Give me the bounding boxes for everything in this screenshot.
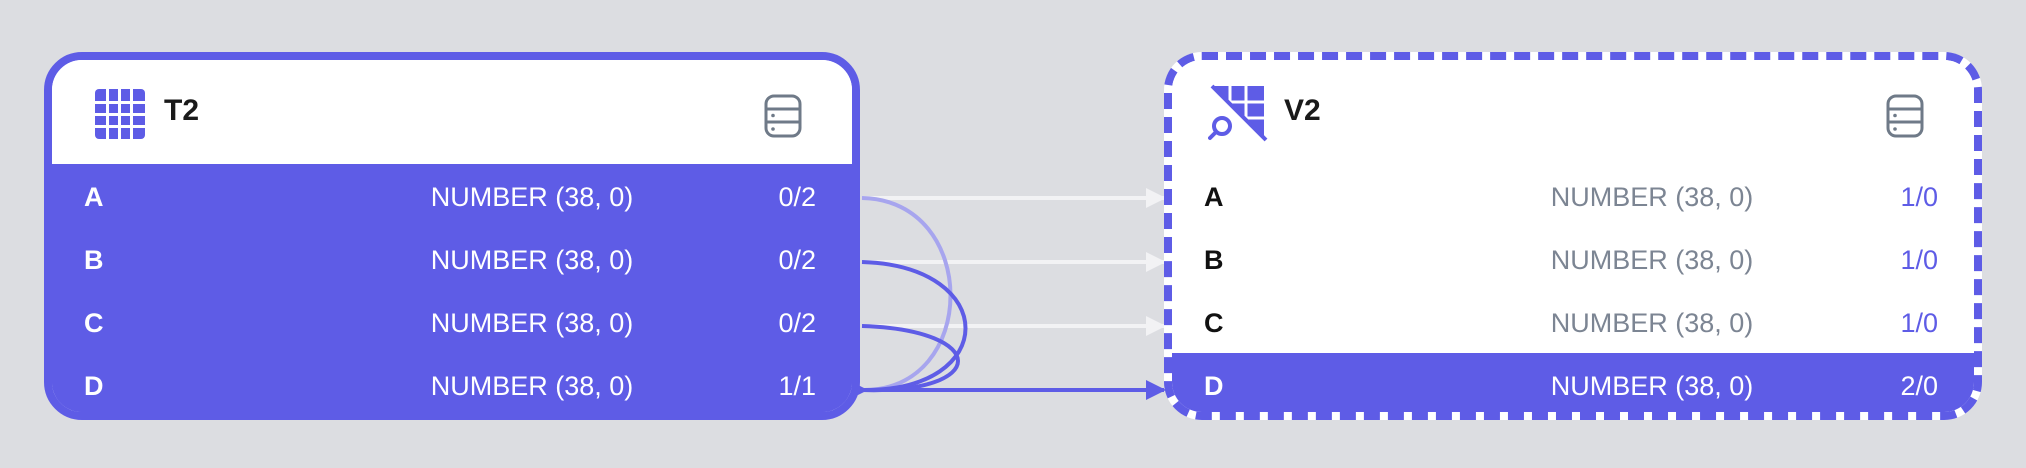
column-row-c[interactable]: C NUMBER (38, 0) 0/2 — [52, 290, 852, 353]
column-row-a[interactable]: A NUMBER (38, 0) 0/2 — [52, 164, 852, 227]
column-lineage-count: 0/2 — [778, 245, 816, 275]
edge-t2-a-to-t2-d — [861, 196, 953, 393]
column-row-d[interactable]: D NUMBER (38, 0) 2/0 — [1172, 353, 1974, 412]
column-lineage-count: 0/2 — [778, 182, 816, 212]
column-name: A — [1204, 182, 1224, 212]
column-row-b[interactable]: B NUMBER (38, 0) 1/0 — [1172, 227, 1974, 290]
column-name: D — [84, 371, 104, 401]
column-type: NUMBER (38, 0) — [1550, 245, 1754, 275]
column-name: C — [1204, 308, 1224, 338]
view-search-icon — [1208, 84, 1268, 142]
column-name: A — [84, 182, 104, 212]
column-lineage-count: 0/2 — [778, 308, 816, 338]
table-node-t2[interactable]: T2 A NUMBER (38, 0) 0/2 B NUMBER (38, 0)… — [44, 52, 860, 420]
column-type: NUMBER (38, 0) — [1550, 371, 1754, 401]
column-type: NUMBER (38, 0) — [430, 308, 634, 338]
column-list: A NUMBER (38, 0) 0/2 B NUMBER (38, 0) 0/… — [52, 164, 852, 412]
column-lineage-count: 1/1 — [778, 371, 816, 401]
node-title: V2 — [1284, 94, 1321, 127]
column-type: NUMBER (38, 0) — [1550, 308, 1754, 338]
column-name: C — [84, 308, 104, 338]
view-node-v2[interactable]: V2 A NUMBER (38, 0) 1/0 B NUMBER (38, 0)… — [1164, 52, 1982, 420]
node-header[interactable]: V2 — [1172, 60, 1974, 164]
column-type: NUMBER (38, 0) — [430, 245, 634, 275]
column-name: D — [1204, 371, 1224, 401]
column-name: B — [84, 245, 104, 275]
column-list: A NUMBER (38, 0) 1/0 B NUMBER (38, 0) 1/… — [1172, 164, 1974, 412]
column-type: NUMBER (38, 0) — [1550, 182, 1754, 212]
database-icon[interactable] — [1886, 94, 1924, 138]
column-type: NUMBER (38, 0) — [430, 182, 634, 212]
column-lineage-count: 1/0 — [1900, 182, 1938, 212]
column-row-c[interactable]: C NUMBER (38, 0) 1/0 — [1172, 290, 1974, 353]
edge-t2-b-to-t2-d — [861, 260, 968, 393]
column-lineage-count: 1/0 — [1900, 308, 1938, 338]
column-name: B — [1204, 245, 1224, 275]
column-lineage-count: 1/0 — [1900, 245, 1938, 275]
column-lineage-count: 2/0 — [1900, 371, 1938, 401]
node-header[interactable]: T2 — [52, 60, 852, 164]
table-grid-icon — [95, 89, 145, 139]
column-row-b[interactable]: B NUMBER (38, 0) 0/2 — [52, 227, 852, 290]
edge-t2-c-to-t2-d — [861, 324, 960, 393]
node-title: T2 — [164, 94, 200, 127]
column-row-d[interactable]: D NUMBER (38, 0) 1/1 — [52, 353, 852, 412]
column-type: NUMBER (38, 0) — [430, 371, 634, 401]
database-icon[interactable] — [764, 94, 802, 138]
column-row-a[interactable]: A NUMBER (38, 0) 1/0 — [1172, 164, 1974, 227]
